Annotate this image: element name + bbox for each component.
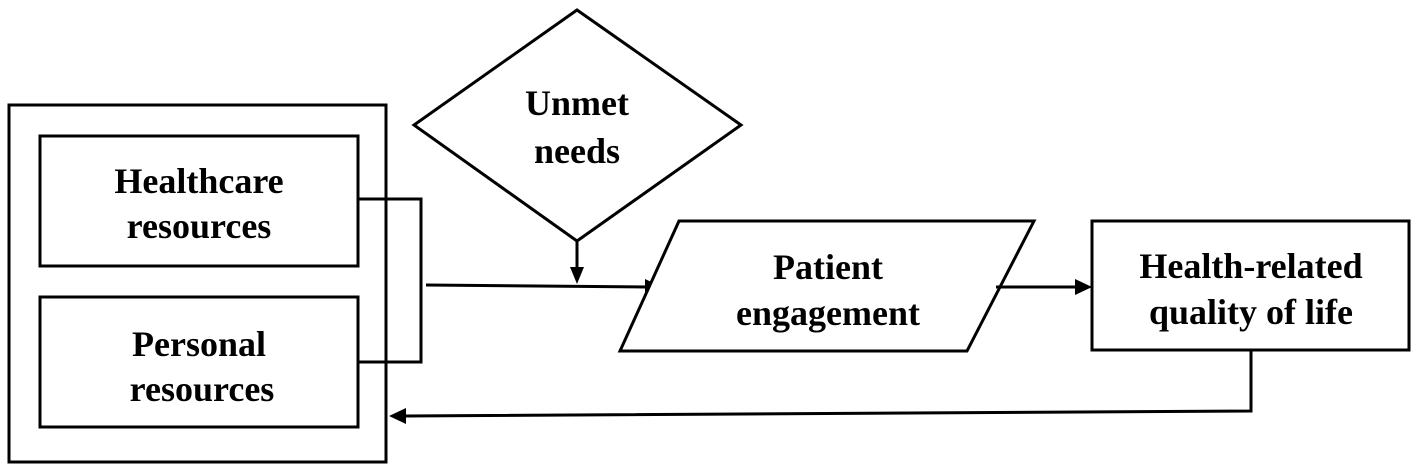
healthcare-resources-label-line1: Healthcare	[114, 161, 283, 201]
healthcare-resources-node: Healthcare resources	[38, 134, 360, 268]
engagement-to-hrqol-arrowhead	[1075, 279, 1092, 295]
hrqol-label-line1: Health-related	[1139, 246, 1362, 286]
personal-resources-node: Personal resources	[38, 295, 360, 429]
unmet-needs-diamond	[411, 8, 744, 243]
hrqol-label-line2: quality of life	[1149, 292, 1353, 332]
personal-resources-label-line1: Personal	[132, 324, 266, 364]
patient-engagement-parallelogram	[617, 219, 1037, 353]
patient-engagement-label-line2: engagement	[736, 293, 920, 333]
unmet-needs-label-line2: needs	[534, 131, 620, 171]
unmet-needs-node: Unmet needs	[411, 8, 744, 243]
personal-resources-box	[38, 295, 360, 429]
resources-bracket-connector	[358, 197, 423, 364]
hrqol-box	[1090, 219, 1411, 352]
hrqol-feedback-arrow-line	[404, 350, 1253, 418]
healthcare-resources-box	[38, 134, 360, 268]
unmet-needs-moderation-arrowhead	[570, 267, 584, 284]
resources-to-engagement-arrow-line	[425, 283, 648, 289]
unmet-needs-label-line1: Unmet	[525, 83, 629, 123]
hrqol-feedback-arrowhead	[389, 408, 406, 424]
patient-engagement-label-line1: Patient	[773, 247, 883, 287]
healthcare-resources-label-line2: resources	[127, 206, 272, 246]
personal-resources-label-line2: resources	[130, 369, 275, 409]
hrqol-node: Health-related quality of life	[1090, 219, 1411, 352]
patient-engagement-node: Patient engagement	[617, 219, 1037, 353]
